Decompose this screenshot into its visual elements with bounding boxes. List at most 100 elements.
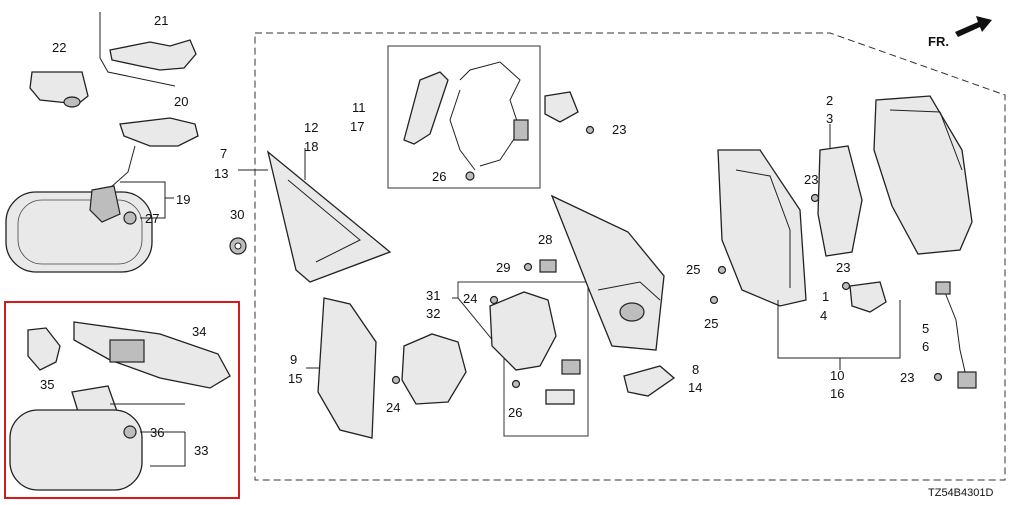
motor-unit bbox=[401, 333, 467, 405]
callout-4: 4 bbox=[820, 308, 827, 323]
front-arrow-icon bbox=[955, 16, 992, 37]
part-12-triangle-cover bbox=[266, 150, 392, 283]
callout-24-b: 24 bbox=[386, 400, 400, 415]
part-33-rearview-mirror bbox=[9, 409, 143, 491]
mirror-wire bbox=[109, 145, 136, 189]
mirror-base-housing bbox=[550, 194, 665, 351]
leader-21 bbox=[99, 12, 176, 87]
callout-13: 13 bbox=[214, 166, 228, 181]
callout-24-a: 24 bbox=[463, 291, 477, 306]
callout-9: 9 bbox=[290, 352, 297, 367]
callout-34: 34 bbox=[192, 324, 206, 339]
callout-8: 8 bbox=[692, 362, 699, 377]
part-19-rearview-mirror bbox=[5, 191, 153, 273]
callout-22: 22 bbox=[52, 40, 66, 55]
callout-27: 27 bbox=[145, 211, 159, 226]
callout-23-a: 23 bbox=[612, 122, 626, 137]
triangle-inner-line bbox=[287, 179, 361, 263]
part-23-screw-icon-b bbox=[810, 193, 820, 203]
callout-20: 20 bbox=[174, 94, 188, 109]
callout-35: 35 bbox=[40, 377, 54, 392]
callout-25-a: 25 bbox=[686, 262, 700, 277]
grommet-hole bbox=[234, 242, 242, 250]
callout-25-b: 25 bbox=[704, 316, 718, 331]
part-27-screw-icon bbox=[123, 211, 137, 225]
part-26-screw-icon-a bbox=[465, 171, 475, 181]
harness-connector-top-icon bbox=[935, 281, 951, 295]
callout-5: 5 bbox=[922, 321, 929, 336]
highlight-box bbox=[4, 301, 240, 499]
part-31-actuator-bracket bbox=[489, 291, 557, 371]
part-20-mount bbox=[119, 117, 199, 147]
part-29-screw-icon bbox=[523, 262, 533, 272]
callout-17: 17 bbox=[350, 119, 364, 134]
harness-connector-bottom-icon bbox=[957, 371, 977, 389]
callout-33: 33 bbox=[194, 443, 208, 458]
callout-2: 2 bbox=[826, 93, 833, 108]
callout-32: 32 bbox=[426, 306, 440, 321]
callout-29: 29 bbox=[496, 260, 510, 275]
part-24-screw-icon-b bbox=[391, 375, 401, 385]
part-25-screw-icon-a bbox=[717, 265, 727, 275]
callout-26-a: 26 bbox=[432, 169, 446, 184]
part-5-harness-wire bbox=[943, 289, 967, 377]
harness-box bbox=[387, 45, 541, 189]
part-2-turn-signal-lamp bbox=[817, 145, 863, 257]
part-34-sensor-window bbox=[109, 339, 145, 363]
part-23-screw-icon-c bbox=[841, 281, 851, 291]
harness-wire bbox=[459, 61, 521, 167]
callout-26-b: 26 bbox=[508, 405, 522, 420]
part-34-mirror-housing bbox=[73, 321, 231, 389]
callout-30: 30 bbox=[230, 207, 244, 222]
part-skull-cap-cover bbox=[873, 95, 973, 255]
callout-10: 10 bbox=[830, 368, 844, 383]
callout-28: 28 bbox=[538, 232, 552, 247]
part-8-lower-cover bbox=[623, 365, 676, 397]
harness-group bbox=[403, 61, 529, 181]
actuator-pad-b bbox=[545, 389, 575, 405]
callout-7: 7 bbox=[220, 146, 227, 161]
part-23-clip-housing bbox=[544, 91, 579, 123]
callout-1: 1 bbox=[822, 289, 829, 304]
part-21-upper-cover bbox=[109, 39, 197, 71]
callout-15: 15 bbox=[288, 371, 302, 386]
callout-23-c: 23 bbox=[836, 260, 850, 275]
actuator-pad-a bbox=[561, 359, 581, 375]
callout-16: 16 bbox=[830, 386, 844, 401]
part-10-housing-frame bbox=[717, 149, 807, 307]
callout-23-d: 23 bbox=[900, 370, 914, 385]
mirror-stem bbox=[89, 185, 121, 223]
front-direction-indicator: FR. bbox=[928, 16, 992, 49]
callout-6: 6 bbox=[922, 339, 929, 354]
diagram-code: TZ54B4301D bbox=[928, 487, 993, 499]
part-35-bracket bbox=[27, 327, 61, 371]
leader-19 bbox=[120, 181, 166, 219]
part-9-mirror-glass bbox=[317, 297, 377, 439]
assembly-boundary bbox=[254, 32, 1006, 481]
part-25-screw-icon-b bbox=[709, 295, 719, 305]
part-36-screw-icon bbox=[123, 425, 137, 439]
leader-10 bbox=[777, 300, 901, 359]
mirror-glass-edge bbox=[17, 199, 143, 265]
part-26-screw-icon-b bbox=[511, 379, 521, 389]
part-22-lens bbox=[63, 96, 81, 108]
callout-12: 12 bbox=[304, 120, 318, 135]
harness-wire-2 bbox=[449, 89, 476, 171]
callout-31: 31 bbox=[426, 288, 440, 303]
part-1-camera-unit bbox=[849, 281, 887, 313]
callout-18: 18 bbox=[304, 139, 318, 154]
part-28-cap-icon bbox=[539, 259, 557, 273]
callout-36: 36 bbox=[150, 425, 164, 440]
base-mount-hole bbox=[619, 302, 645, 322]
highlighted-mirror-group bbox=[9, 321, 231, 491]
callout-14: 14 bbox=[688, 380, 702, 395]
frame-inner-line bbox=[735, 169, 791, 288]
callout-11: 11 bbox=[352, 100, 366, 115]
callout-3: 3 bbox=[826, 111, 833, 126]
rearview-mirror-group bbox=[5, 12, 247, 273]
callout-19: 19 bbox=[176, 192, 190, 207]
callout-21: 21 bbox=[154, 13, 168, 28]
leader-33 bbox=[150, 432, 186, 467]
part-23-screw-icon-a bbox=[585, 125, 595, 135]
